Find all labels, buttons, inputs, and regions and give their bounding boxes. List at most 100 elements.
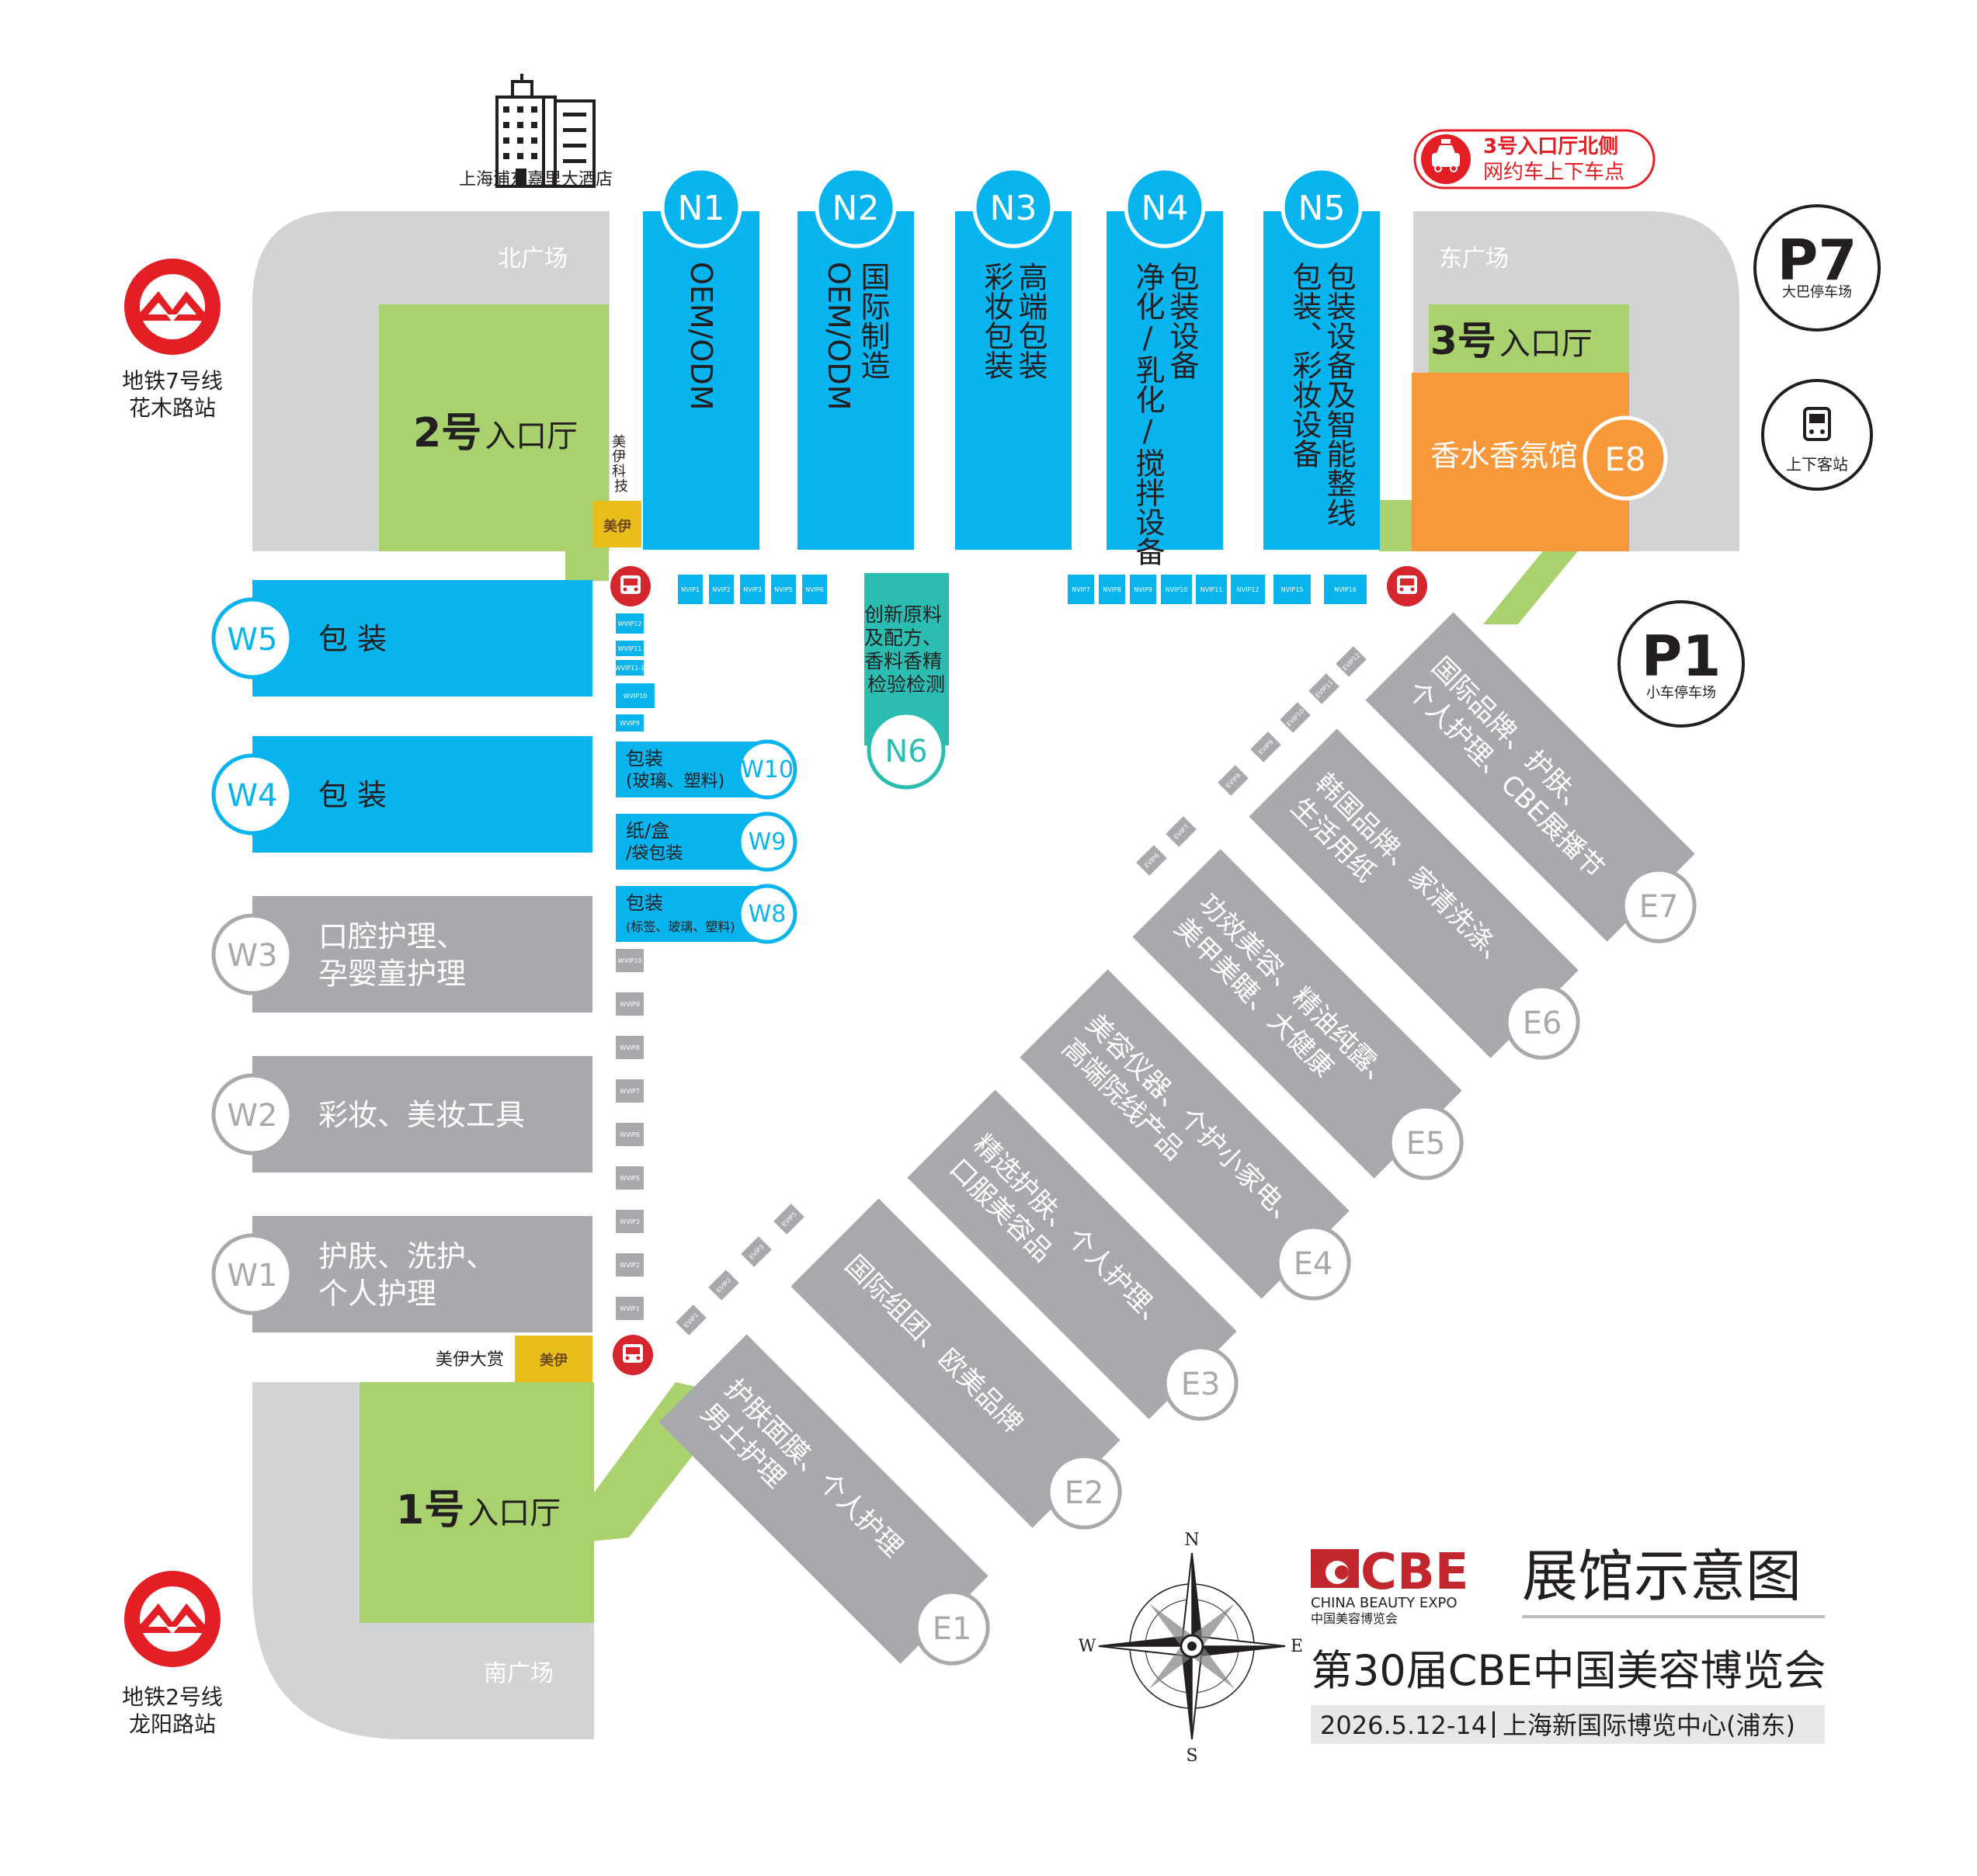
- vip-booth: [678, 575, 703, 604]
- vip-booth-label: WVIP7: [620, 1088, 640, 1095]
- vip-booth-label: WVIP2: [620, 1262, 640, 1269]
- cbe-logo-sub-cn: 中国美容博览会: [1311, 1611, 1398, 1626]
- hall-n1-badge: [660, 166, 742, 248]
- hall-e8-name: 香水香氛馆: [1430, 439, 1578, 473]
- hall-e7-badge: [1621, 867, 1697, 943]
- parking-p7: [1753, 204, 1881, 332]
- hall-w10-badge: [737, 739, 797, 800]
- vip-booth: [1324, 575, 1367, 604]
- parking-p7-caption: 大巴停车场: [1782, 284, 1852, 301]
- vip-booth: [616, 1253, 644, 1277]
- vip-booth: EVIP2: [708, 1270, 739, 1301]
- hall-e4-id: E4: [1294, 1246, 1333, 1282]
- hall-w5-desc: 包 装: [318, 622, 387, 656]
- vip-booth: EVIP9: [1250, 731, 1281, 763]
- vip-booth-label: NVIP2: [712, 586, 731, 593]
- vip-booth: [1231, 575, 1265, 604]
- vip-booth-label: NVIP5: [774, 586, 793, 593]
- vip-booth-label: NVIP9: [1134, 586, 1152, 593]
- metro-north-line: 地铁7号线: [122, 368, 223, 394]
- hall-n3: [955, 211, 1072, 550]
- hall-w10-desc-sub: (玻璃、塑料): [626, 772, 724, 791]
- hall-w10-id: W10: [741, 756, 794, 783]
- vip-booth-box: [1308, 673, 1339, 704]
- connector-east: [1483, 548, 1580, 624]
- hall-n5-desc: 包装设备及智能整线: [1322, 262, 1356, 527]
- north-plaza-label: 北广场: [498, 245, 568, 273]
- vip-booth-label: NVIP3: [743, 586, 762, 593]
- hall-w3-id: W3: [228, 938, 278, 974]
- vip-booth: [1068, 575, 1094, 604]
- hall-e2: [790, 1198, 1121, 1528]
- hall-e5-id: E5: [1406, 1126, 1446, 1162]
- meiyi-tech-label: 美 伊 科 技: [612, 434, 631, 495]
- vip-booth: [1161, 575, 1192, 604]
- hall-n5-badge: [1280, 166, 1363, 248]
- vip-booth: [616, 1036, 644, 1059]
- hall-e6-badge: [1504, 984, 1580, 1060]
- hall-w9-badge: [737, 811, 797, 872]
- vip-booth: [616, 613, 644, 634]
- meiyi-awards-badge: [515, 1336, 592, 1382]
- hall-n3-desc: 高端包装: [1013, 262, 1048, 380]
- taxi-icon: [1421, 134, 1471, 184]
- vip-booth: [616, 1166, 644, 1190]
- bus-stop-icon: [1387, 566, 1427, 606]
- hall-w4-desc: 包 装: [318, 778, 387, 812]
- hall-w8-badge: [737, 884, 797, 944]
- vip-booth-label: NVIP7: [1072, 586, 1090, 593]
- vip-booth: [616, 660, 644, 676]
- hall-n6-id: N6: [884, 734, 927, 770]
- taxi-label-1: 3号入口厅北侧: [1483, 135, 1618, 158]
- vip-booth: [616, 641, 644, 656]
- hall-w5-id: W5: [228, 622, 278, 658]
- hall-w3-badge: [211, 913, 294, 995]
- hall-w2-desc: 彩妆、美妆工具: [318, 1098, 525, 1132]
- hall-n5-id: N5: [1298, 189, 1346, 228]
- hall-n4-desc: 净化/乳化/搅拌设备: [1131, 262, 1165, 566]
- hall-n4: [1107, 211, 1223, 550]
- vip-booth: [1130, 575, 1156, 604]
- vip-booth-label: NVIP10: [1166, 586, 1188, 593]
- vip-booth-box: [676, 1305, 707, 1336]
- vip-booth-label: WVIP3: [620, 1218, 640, 1225]
- vip-booth: [1196, 575, 1227, 604]
- hall-w8-desc: 包装: [626, 892, 663, 914]
- metro-north-station: 花木路站: [129, 395, 216, 421]
- entrance-3: [1429, 304, 1629, 373]
- vip-booth-label: NVIP15: [1281, 586, 1304, 593]
- hall-w9-desc-sub: /袋包装: [626, 844, 683, 863]
- hall-e3-badge: [1162, 1345, 1239, 1421]
- vip-booth: [616, 1297, 644, 1320]
- south-plaza-label: 南广场: [484, 1660, 554, 1687]
- vip-booth-label: NVIP11: [1200, 586, 1223, 593]
- entrance-2-link: [565, 544, 609, 581]
- shuttle-stop: [1761, 379, 1873, 491]
- vip-booth-box: [1250, 731, 1281, 763]
- hall-e6: [1249, 728, 1579, 1058]
- vip-booth-label: WVIP11: [618, 645, 642, 652]
- vip-booth: EVIP6: [1136, 845, 1167, 876]
- hall-n5: [1263, 211, 1380, 550]
- hall-n3-badge: [972, 166, 1055, 248]
- vip-booth: [616, 949, 644, 972]
- hall-e6-id: E6: [1523, 1006, 1562, 1041]
- hall-n2-desc: OEM/ODM: [822, 262, 856, 410]
- hall-e5: [1132, 849, 1462, 1179]
- east-plaza-label: 东广场: [1439, 245, 1509, 273]
- event-dates: 2026.5.12-14: [1320, 1711, 1487, 1740]
- hall-n3-id: N3: [990, 189, 1037, 228]
- hall-w1-desc: 护肤、洗护、: [318, 1239, 495, 1273]
- entrance-1-label: 1号入口厅: [396, 1487, 561, 1534]
- meiyi-awards-left: [435, 1336, 515, 1382]
- shuttle-bus-icon: [1803, 407, 1831, 441]
- vip-booth-label: WVIP10: [624, 693, 648, 700]
- vip-booth-box: [1218, 765, 1249, 796]
- vip-booth: [616, 992, 644, 1016]
- metro-icon: [124, 259, 221, 355]
- vip-booth: [1099, 575, 1125, 604]
- hall-w1-desc: 个人护理: [318, 1277, 436, 1311]
- hall-n1-desc: OEM/ODM: [684, 262, 718, 410]
- hall-n6-desc: 创新原料 及配方、 香料香精 检验检测: [864, 603, 948, 696]
